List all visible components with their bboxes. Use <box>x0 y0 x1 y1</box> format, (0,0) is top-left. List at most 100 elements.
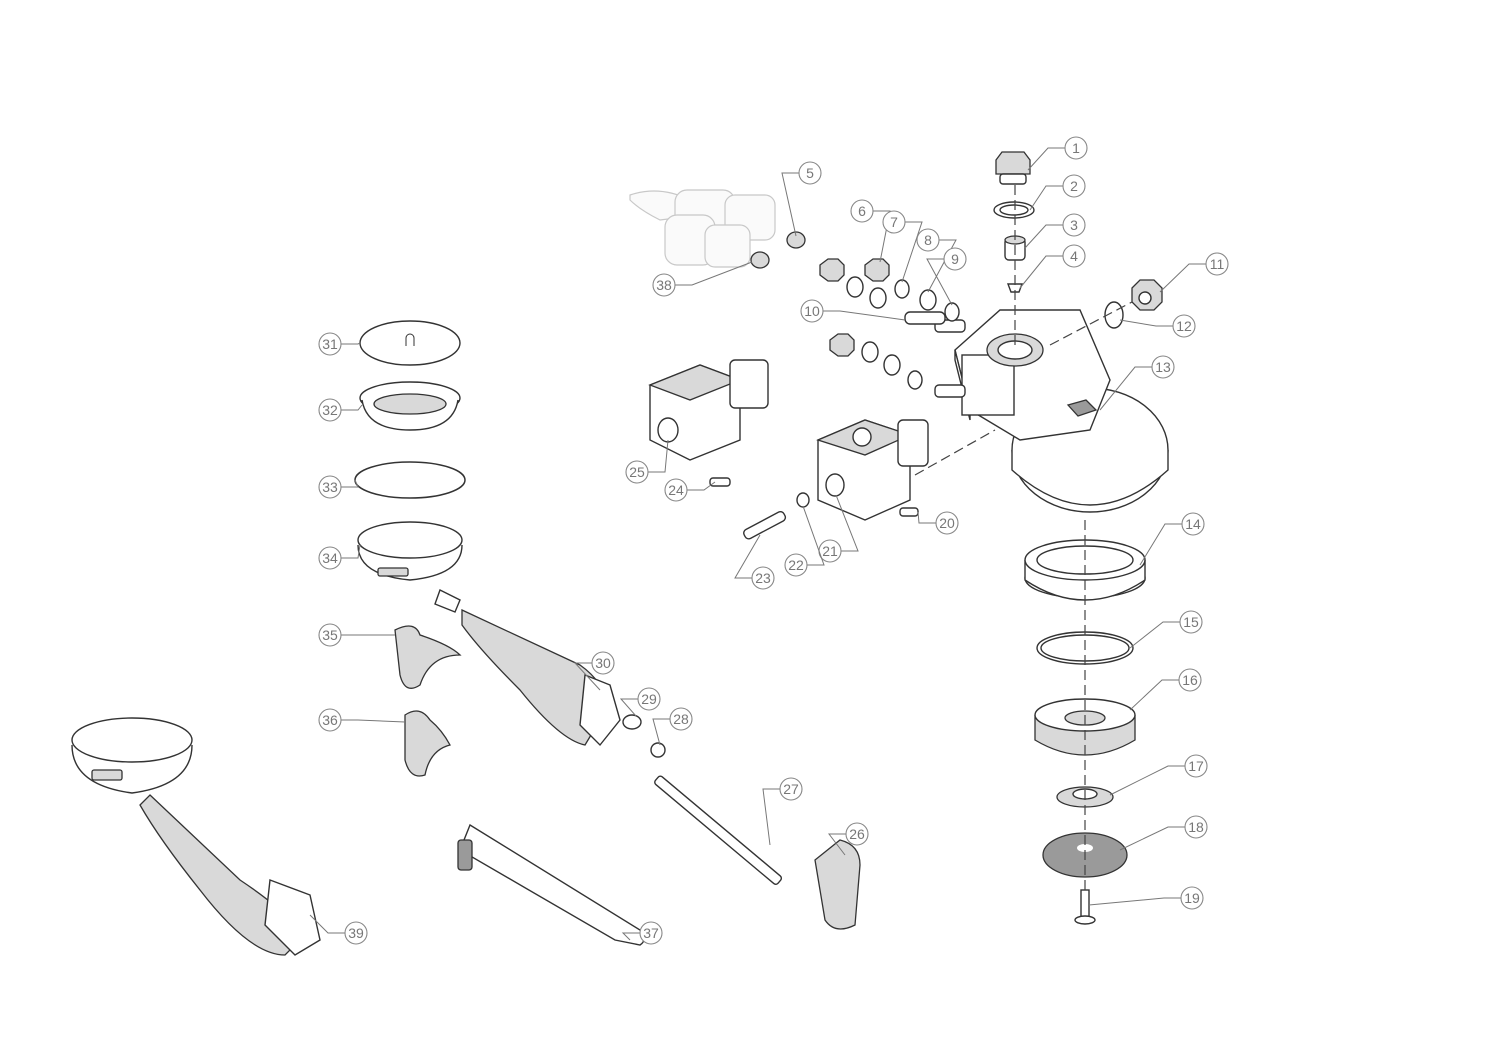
leader-line <box>652 718 670 746</box>
callout-number: 20 <box>939 515 955 531</box>
leader-line <box>675 261 753 286</box>
leader-line <box>1088 897 1181 906</box>
callout-circle <box>669 707 693 731</box>
callout-19: 19 <box>1088 886 1204 910</box>
callout-24: 24 <box>664 478 716 502</box>
callout-circle <box>1181 512 1205 536</box>
leader-line <box>1129 679 1179 711</box>
callout-circle <box>882 210 906 234</box>
callout-circle <box>845 822 869 846</box>
leader-line <box>1019 255 1063 289</box>
callout-circle <box>1179 610 1203 634</box>
callout-number: 25 <box>629 464 645 480</box>
leader-line <box>621 932 640 941</box>
callout-number: 6 <box>858 203 866 219</box>
callout-circle <box>318 332 342 356</box>
callout-layer: 1234567891011121314151617181920212223242… <box>309 136 1229 945</box>
callout-circle <box>318 708 342 732</box>
leader-line <box>573 662 601 691</box>
callout-38: 38 <box>652 261 753 297</box>
callout-29: 29 <box>619 687 661 717</box>
callout-number: 37 <box>643 925 659 941</box>
callout-number: 4 <box>1070 248 1078 264</box>
callout-15: 15 <box>1129 610 1203 649</box>
callout-number: 10 <box>804 303 820 319</box>
callout-37: 37 <box>621 921 663 945</box>
callout-4: 4 <box>1019 244 1086 289</box>
leader-line <box>687 481 716 491</box>
callout-circle <box>637 687 661 711</box>
complete-portafilter <box>71 717 321 956</box>
callout-circle <box>1184 815 1208 839</box>
callout-circle <box>800 299 824 323</box>
leader-line <box>341 342 361 345</box>
callout-number: 24 <box>668 482 684 498</box>
callout-28: 28 <box>652 707 693 746</box>
callout-circle <box>798 161 822 185</box>
leader-line <box>762 788 780 846</box>
top-plug-stack <box>993 151 1035 345</box>
leader-line <box>917 511 936 524</box>
callout-number: 1 <box>1072 140 1080 156</box>
leader-line <box>927 239 957 293</box>
callout-number: 15 <box>1183 614 1199 630</box>
callout-circle <box>1064 136 1088 160</box>
leader-line <box>1119 826 1185 851</box>
callout-14: 14 <box>1139 512 1205 566</box>
callout-30: 30 <box>573 651 615 691</box>
leader-line <box>619 698 638 717</box>
callout-number: 27 <box>783 781 799 797</box>
callout-circle <box>591 651 615 675</box>
callout-12: 12 <box>1119 314 1196 338</box>
leader-line <box>1024 224 1063 249</box>
callout-number: 30 <box>595 655 611 671</box>
leader-line <box>823 310 906 321</box>
callout-2: 2 <box>1029 174 1086 211</box>
callout-34: 34 <box>318 544 361 570</box>
callout-20: 20 <box>917 511 959 535</box>
callout-11: 11 <box>1159 252 1229 293</box>
callout-17: 17 <box>1109 754 1208 796</box>
callout-6: 6 <box>850 199 891 263</box>
leader-line <box>1119 319 1173 327</box>
callout-number: 33 <box>322 479 338 495</box>
callout-number: 2 <box>1070 178 1078 194</box>
callout-number: 36 <box>322 712 338 728</box>
leader-line <box>901 221 923 283</box>
callout-35: 35 <box>318 623 395 647</box>
callout-number: 22 <box>788 557 804 573</box>
callout-23: 23 <box>734 534 775 590</box>
callout-circle <box>1062 213 1086 237</box>
leader-line <box>1129 621 1180 649</box>
callout-circle <box>664 478 688 502</box>
leader-line <box>1159 263 1206 293</box>
callout-33: 33 <box>318 475 359 499</box>
callout-9: 9 <box>926 247 967 306</box>
callout-number: 14 <box>1185 516 1201 532</box>
callout-circle <box>935 511 959 535</box>
group-head-body <box>934 309 1169 513</box>
callout-13: 13 <box>1099 355 1175 411</box>
callout-circle <box>639 921 663 945</box>
callout-21: 21 <box>818 494 859 563</box>
leader-line <box>309 914 345 934</box>
callout-circle <box>318 623 342 647</box>
leader-line <box>341 479 359 488</box>
callout-circle <box>318 398 342 422</box>
side-plug <box>1049 279 1163 346</box>
callout-circle <box>1205 252 1229 276</box>
callout-3: 3 <box>1024 213 1086 249</box>
callout-39: 39 <box>309 914 368 945</box>
callout-number: 26 <box>849 826 865 842</box>
leader-line <box>835 494 859 552</box>
callout-circle <box>784 553 808 577</box>
callout-number: 39 <box>348 925 364 941</box>
callout-circle <box>1180 886 1204 910</box>
leader-line <box>827 833 846 856</box>
callout-circle <box>751 566 775 590</box>
callout-36: 36 <box>318 708 406 732</box>
callout-circle <box>1151 355 1175 379</box>
callout-number: 5 <box>806 165 814 181</box>
callout-circle <box>850 199 874 223</box>
callout-number: 8 <box>924 232 932 248</box>
